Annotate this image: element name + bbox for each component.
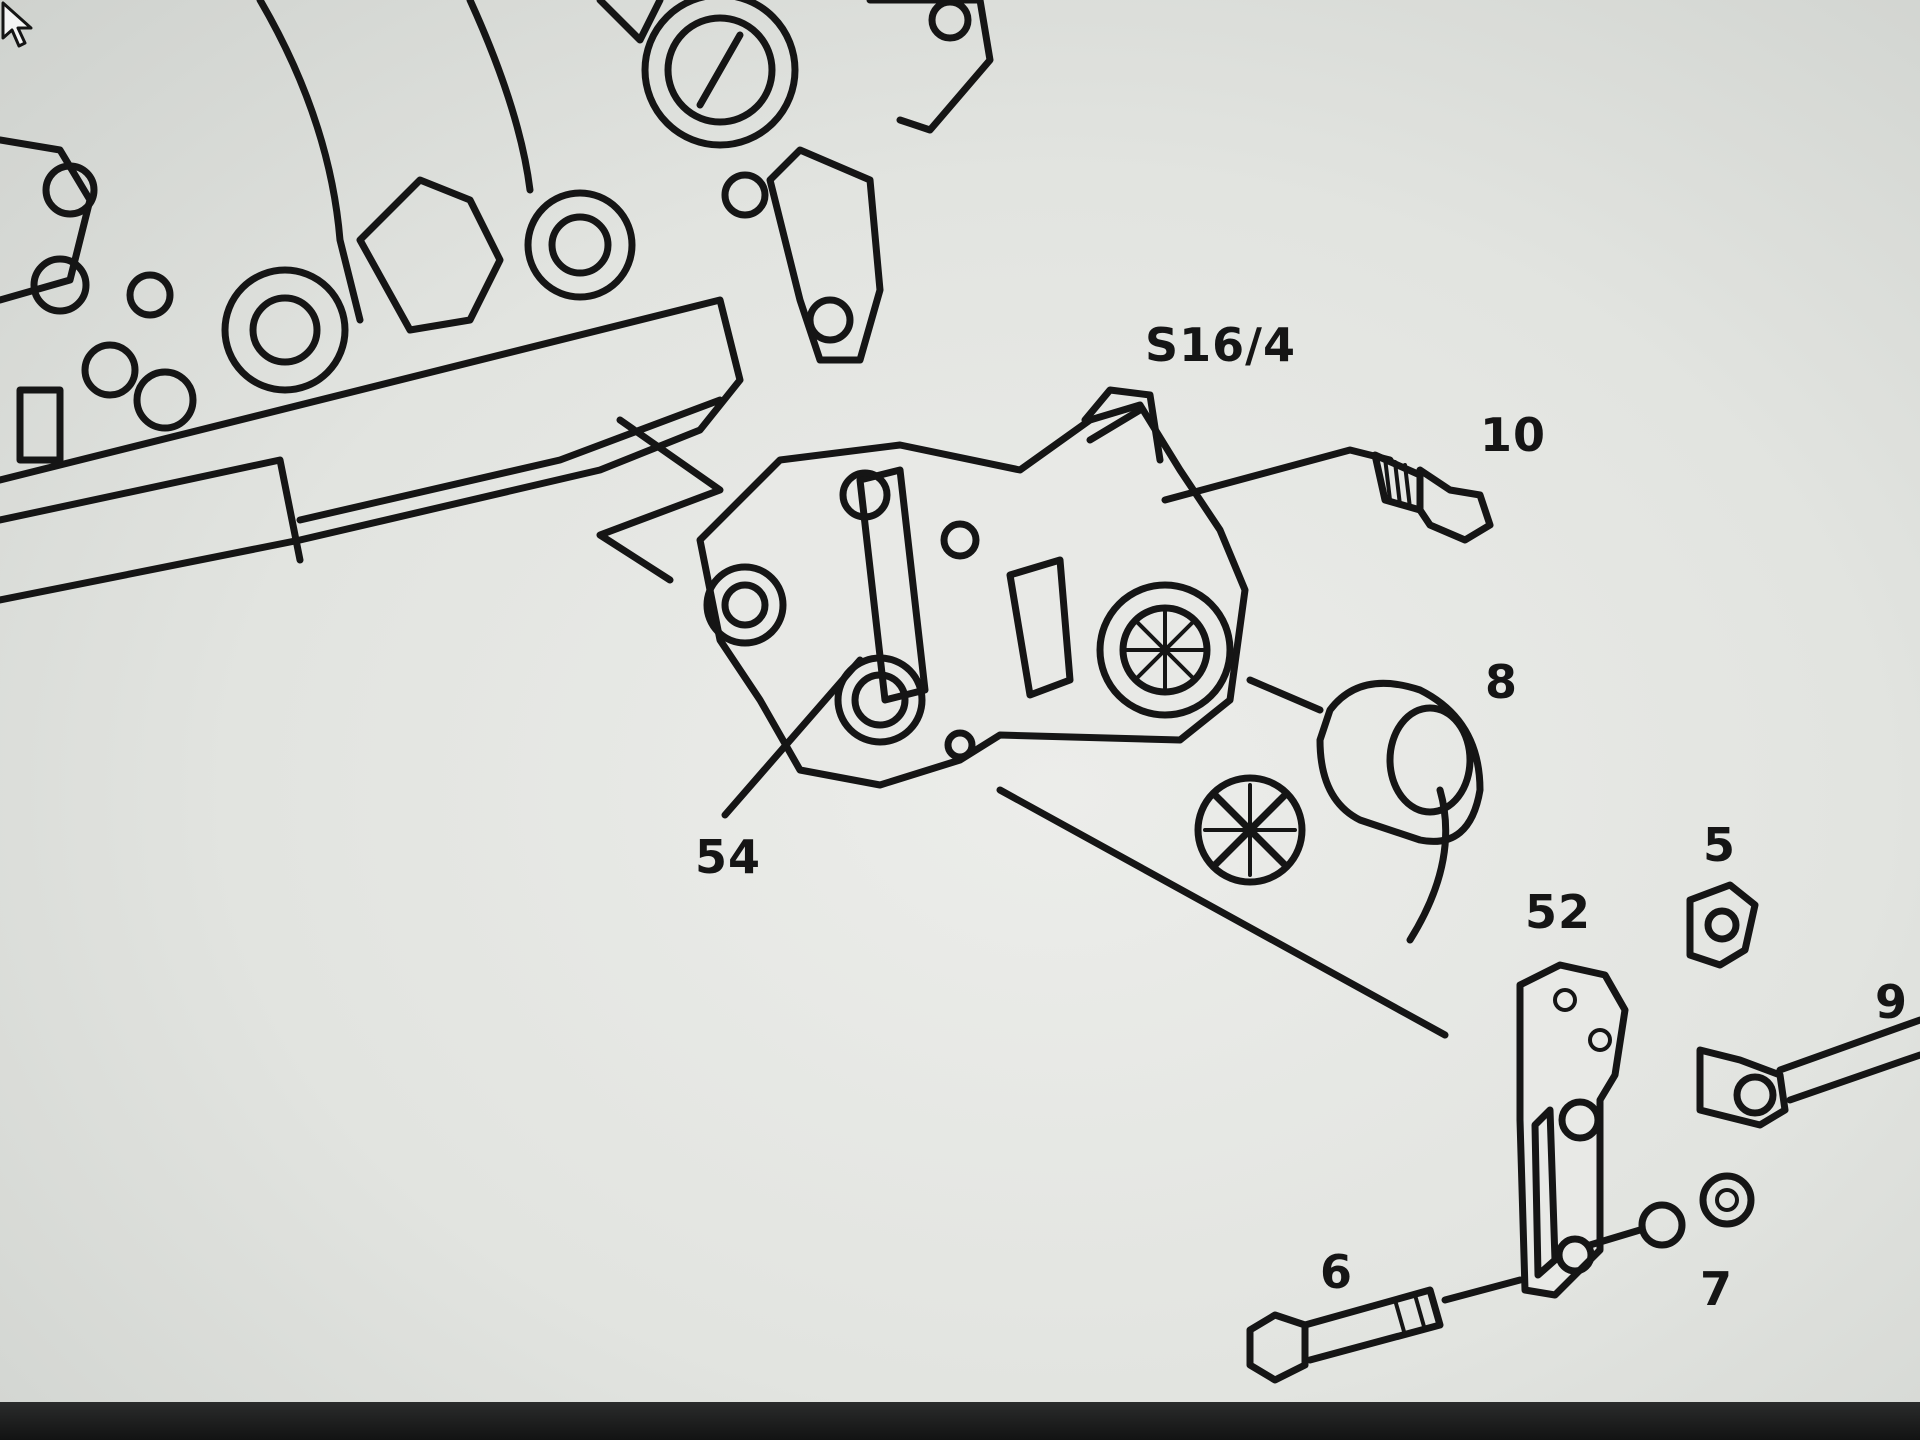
- transmission-housing: [0, 0, 994, 604]
- label-nut: 5: [1703, 818, 1737, 872]
- switch-assembly: [696, 386, 1249, 789]
- label-bolt-top: 10: [1480, 408, 1547, 462]
- label-bolt-bottom: 6: [1320, 1245, 1354, 1299]
- nut: [1686, 881, 1759, 969]
- bolt-bottom: [1246, 1276, 1524, 1384]
- label-bracket: 52: [1525, 885, 1592, 939]
- label-lever: 54: [695, 830, 762, 884]
- break-line: [596, 416, 724, 584]
- label-rod: 9: [1875, 975, 1909, 1029]
- mouse-cursor-icon: [1, 1, 33, 48]
- label-bushing: 8: [1485, 655, 1519, 709]
- bracket: [1516, 961, 1629, 1299]
- bolt-top: [1161, 446, 1494, 544]
- bushing: [1194, 676, 1484, 944]
- rod: [1696, 1016, 1920, 1129]
- lever-leader: [721, 656, 864, 819]
- monitor-bezel: [0, 1402, 1920, 1440]
- washer: [1586, 1172, 1755, 1249]
- label-switch: S16/4: [1145, 318, 1296, 372]
- label-washer: 7: [1700, 1262, 1734, 1316]
- leader-line: [996, 786, 1449, 1039]
